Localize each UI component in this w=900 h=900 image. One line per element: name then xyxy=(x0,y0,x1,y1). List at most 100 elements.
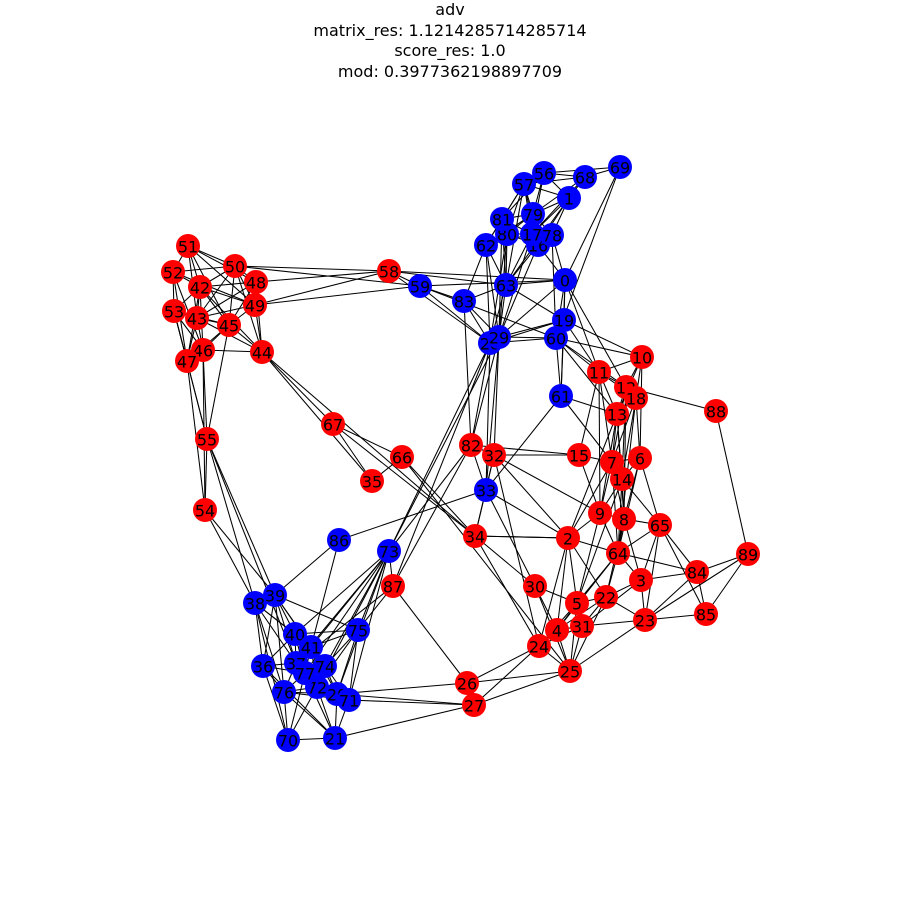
node-78: 78 xyxy=(540,223,564,247)
node-circle xyxy=(545,618,569,642)
node-27: 27 xyxy=(462,693,486,717)
node-13: 13 xyxy=(605,402,629,426)
node-circle xyxy=(251,654,275,678)
node-label: 71 xyxy=(339,692,359,711)
edge-13-2 xyxy=(567,413,618,539)
edge-58-63 xyxy=(388,270,507,286)
node-87: 87 xyxy=(381,574,405,598)
node-49: 49 xyxy=(243,293,267,317)
node-label: 32 xyxy=(484,447,504,466)
node-circle xyxy=(553,268,577,292)
node-circle xyxy=(313,654,337,678)
edge-29-32 xyxy=(493,336,500,456)
node-label: 11 xyxy=(589,364,609,383)
node-68: 68 xyxy=(573,165,597,189)
node-label: 30 xyxy=(525,578,545,597)
edge-67-34 xyxy=(332,423,476,537)
edge-33-86 xyxy=(338,489,487,541)
node-circle xyxy=(487,325,511,349)
node-9: 9 xyxy=(588,501,612,525)
node-label: 82 xyxy=(461,437,481,456)
node-label: 40 xyxy=(285,626,305,645)
node-label: 45 xyxy=(219,317,239,336)
node-77: 77 xyxy=(293,661,317,685)
node-label: 18 xyxy=(626,390,646,409)
node-circle xyxy=(276,728,300,752)
node-59: 59 xyxy=(408,274,432,298)
node-circle xyxy=(390,445,414,469)
node-circle xyxy=(263,583,287,607)
edge-55-39 xyxy=(206,438,276,596)
edge-64-4 xyxy=(556,552,619,631)
node-21: 21 xyxy=(323,726,347,750)
node-10: 10 xyxy=(630,345,654,369)
node-15: 15 xyxy=(567,443,591,467)
edge-73-40 xyxy=(294,550,390,635)
node-label: 60 xyxy=(546,330,566,349)
node-label: 61 xyxy=(551,388,571,407)
node-label: 43 xyxy=(187,310,207,329)
node-circle xyxy=(570,614,594,638)
node-83: 83 xyxy=(452,289,476,313)
edge-55-38 xyxy=(206,438,256,604)
node-63: 63 xyxy=(494,273,518,297)
node-circle xyxy=(474,478,498,502)
node-circle xyxy=(283,622,307,646)
edge-68-17 xyxy=(531,176,586,235)
node-circle xyxy=(482,443,506,467)
node-circle xyxy=(552,308,576,332)
node-circle xyxy=(544,326,568,350)
node-33: 33 xyxy=(474,478,498,502)
node-circle xyxy=(685,560,709,584)
edge-66-67 xyxy=(332,423,403,458)
edge-0-11 xyxy=(564,279,600,373)
node-label: 59 xyxy=(410,278,430,297)
node-circle xyxy=(527,634,551,658)
node-circle xyxy=(587,360,611,384)
node-circle xyxy=(629,568,653,592)
node-label: 1 xyxy=(564,190,574,209)
node-circle xyxy=(633,608,657,632)
node-circle xyxy=(195,427,219,451)
node-circle xyxy=(244,270,268,294)
node-24: 24 xyxy=(527,634,551,658)
edge-2-4 xyxy=(556,537,569,631)
edge-11-9 xyxy=(598,371,601,514)
node-circle xyxy=(648,513,672,537)
node-circle xyxy=(217,313,241,337)
edge-55-37 xyxy=(206,438,297,664)
node-circle xyxy=(624,386,648,410)
edge-82-73 xyxy=(388,444,472,552)
edge-54-38 xyxy=(204,509,256,604)
node-82: 82 xyxy=(459,433,483,457)
node-label: 39 xyxy=(265,587,285,606)
node-29: 29 xyxy=(487,325,511,349)
node-label: 5 xyxy=(572,595,582,614)
node-40: 40 xyxy=(283,622,307,646)
node-label: 9 xyxy=(595,505,605,524)
edge-59-0 xyxy=(419,279,566,287)
node-label: 17 xyxy=(522,226,542,245)
node-label: 41 xyxy=(301,639,321,658)
node-label: 55 xyxy=(197,431,217,450)
edge-45-55 xyxy=(206,324,230,440)
node-circle xyxy=(521,202,545,226)
node-62: 62 xyxy=(474,233,498,257)
node-89: 89 xyxy=(736,542,760,566)
node-84: 84 xyxy=(685,560,709,584)
node-0: 0 xyxy=(553,268,577,292)
node-64: 64 xyxy=(606,541,630,565)
node-42: 42 xyxy=(188,275,212,299)
node-25: 25 xyxy=(558,659,582,683)
node-circle xyxy=(323,726,347,750)
edge-28-87 xyxy=(392,342,491,587)
edge-6-64 xyxy=(617,457,641,554)
edge-30-34 xyxy=(474,535,536,587)
node-circle xyxy=(474,233,498,257)
node-circle xyxy=(462,693,486,717)
node-66: 66 xyxy=(390,445,414,469)
metric-score-res: score_res: 1.0 xyxy=(394,41,506,60)
node-18: 18 xyxy=(624,386,648,410)
edge-60-10 xyxy=(555,337,643,358)
node-label: 31 xyxy=(572,618,592,637)
